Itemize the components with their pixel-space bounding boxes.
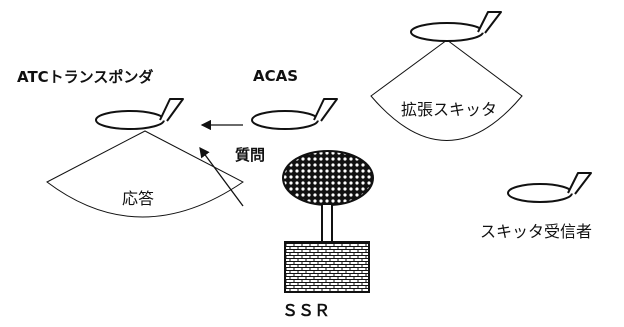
radar-antenna-icon [282,150,374,243]
aircraft-icon [410,11,502,42]
radar-building-icon [284,241,370,293]
ssr-label: ＳＳＲ [282,301,330,320]
squitter-receiver-label: スキッタ受信者 [480,222,592,241]
reply-beam [46,130,244,218]
transponder-label: ATCトランスポンダ [17,68,153,86]
aircraft-icon [507,172,592,203]
extended-squitter-beam [370,39,523,141]
interrogation-label: 質問 [235,146,265,164]
aircraft-icon [95,98,184,130]
acas-label: ACAS [253,67,298,85]
ssr-interrogation-arrow [199,146,244,207]
extended-squitter-label: 拡張スキッタ [401,100,497,119]
reply-label: 応答 [122,189,154,208]
aircraft-icon [251,98,338,130]
